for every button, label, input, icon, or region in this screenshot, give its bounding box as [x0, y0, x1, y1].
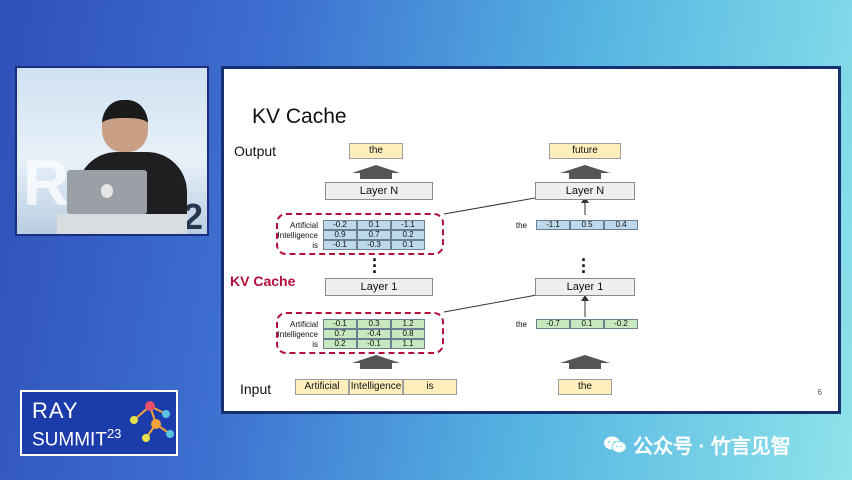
left-input-arrow-stem	[360, 363, 392, 369]
slide-title: KV Cache	[252, 105, 347, 128]
cache-top-row-label: is	[312, 241, 318, 250]
logo-line2: SUMMIT23	[32, 426, 121, 451]
speaker-video: R S 2	[15, 66, 209, 236]
right-input-arrow-stem	[569, 363, 601, 369]
cache-cell: 0.9	[323, 230, 357, 240]
cache-cell: -0.1	[357, 339, 391, 349]
right-output-arrow-stem	[569, 173, 601, 179]
input-label: Input	[240, 381, 272, 397]
right-cell: -0.2	[604, 319, 638, 329]
left-ellipsis: ···	[372, 250, 378, 282]
cache-cell: -0.4	[357, 329, 391, 339]
kv-cache-label: KV Cache	[230, 273, 296, 289]
network-graph-icon	[130, 401, 174, 442]
wechat-watermark: 公众号 · 竹言见智	[603, 430, 791, 459]
right-cell: -0.7	[536, 319, 570, 329]
cache-cell: 0.7	[323, 329, 357, 339]
logo-summit-word: SUMMIT	[32, 429, 107, 451]
right-top-up-arrow-head	[581, 197, 589, 203]
right-layer-1: Layer 1	[535, 278, 635, 296]
cache-top-row: -0.1 -0.3 0.1	[323, 240, 425, 250]
cache-bottom-row: 0.7 -0.4 0.8	[323, 329, 425, 339]
logo-line1: RAY	[32, 398, 79, 423]
cache-bottom-row: -0.1 0.3 1.2	[323, 319, 425, 329]
wechat-icon	[604, 436, 627, 453]
cache-cell: -0.1	[323, 319, 357, 329]
right-ellipsis: ···	[581, 250, 587, 282]
laptop	[67, 170, 147, 214]
right-cell: 0.5	[570, 220, 604, 230]
right-layer-n: Layer N	[535, 182, 635, 200]
left-output-arrow	[352, 165, 400, 173]
cache-top-row-label: Intelligence	[277, 231, 318, 240]
right-output-arrow	[560, 165, 610, 173]
right-top-row-label: the	[515, 221, 527, 230]
cache-bottom-row-label: is	[312, 340, 318, 349]
kv-cache-bottom-frame	[276, 312, 444, 354]
right-input-token: the	[558, 379, 612, 395]
output-label: Output	[234, 143, 277, 159]
cache-cell: -0.1	[323, 240, 357, 250]
left-output-arrow-stem	[360, 173, 392, 179]
cache-bottom-row: 0.2 -0.1 1.1	[323, 339, 425, 349]
cache-top-row-label: Artificial	[289, 221, 318, 230]
apple-logo-icon	[101, 184, 113, 198]
cache-cell: 0.2	[323, 339, 357, 349]
stage-backdrop-text: R	[23, 147, 72, 219]
logo-year: 23	[106, 426, 122, 441]
right-top-row: -1.1 0.5 0.4	[536, 220, 638, 230]
input-token: Artificial	[295, 379, 349, 395]
cache-cell: -1.1	[391, 220, 425, 230]
input-token: is	[403, 379, 457, 395]
left-output-token: the	[349, 143, 403, 159]
right-bottom-row-label: the	[515, 320, 527, 329]
right-cell: 0.1	[570, 319, 604, 329]
cache-cell: 0.1	[391, 240, 425, 250]
cache-top-row: 0.9 0.7 0.2	[323, 230, 425, 240]
cache-cell: 1.1	[391, 339, 425, 349]
cache-cell: -0.2	[323, 220, 357, 230]
page-number: 6	[817, 388, 822, 397]
watermark-text: 公众号 · 竹言见智	[633, 436, 791, 458]
ray-summit-logo: RAY SUMMIT23	[20, 390, 178, 456]
cache-cell: 0.8	[391, 329, 425, 339]
cache-top-row: -0.2 0.1 -1.1	[323, 220, 425, 230]
cache-cell: -0.3	[357, 240, 391, 250]
cache-cell: 0.2	[391, 230, 425, 240]
right-cell: 0.4	[604, 220, 638, 230]
left-input-arrow	[352, 355, 400, 363]
speaker-head	[102, 100, 148, 152]
right-cell: -1.1	[536, 220, 570, 230]
presentation-slide: KV Cache Output Input KV Cache the Layer…	[221, 66, 841, 414]
right-input-arrow	[560, 355, 610, 363]
right-output-token: future	[549, 143, 621, 159]
cache-cell: 1.2	[391, 319, 425, 329]
cache-cell: 0.3	[357, 319, 391, 329]
cache-bottom-row-label: Intelligence	[277, 330, 318, 339]
right-bottom-row: -0.7 0.1 -0.2	[536, 319, 638, 329]
left-layer-1: Layer 1	[325, 278, 433, 296]
podium	[57, 214, 187, 234]
cache-cell: 0.1	[357, 220, 391, 230]
kv-cache-top-frame	[276, 213, 444, 255]
cache-bottom-row-label: Artificial	[289, 320, 318, 329]
right-bottom-up-arrow-head	[581, 295, 589, 301]
cache-cell: 0.7	[357, 230, 391, 240]
input-token: Intelligence	[349, 379, 403, 395]
left-layer-n: Layer N	[325, 182, 433, 200]
